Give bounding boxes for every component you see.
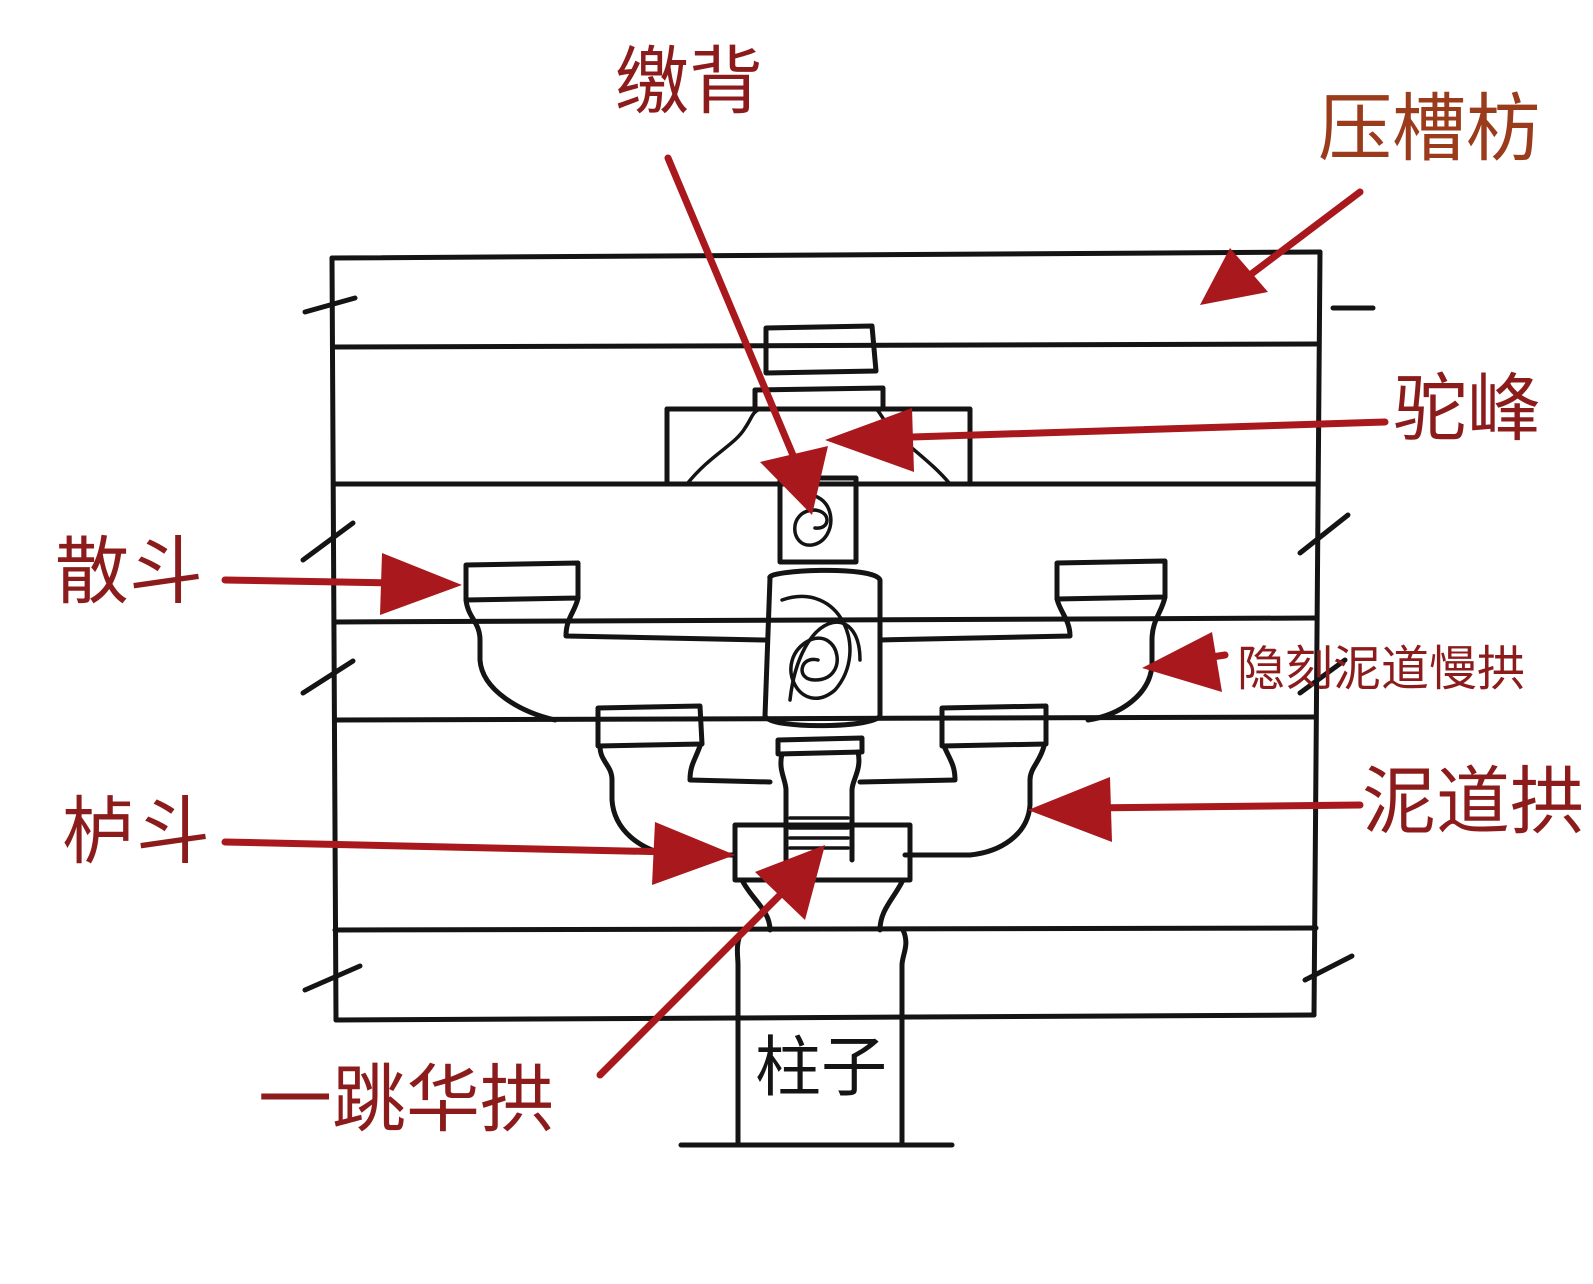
arrow-head	[1142, 632, 1222, 692]
lower-block	[762, 567, 883, 729]
arrow-head	[760, 446, 828, 515]
ludou	[732, 822, 913, 933]
arrow-head	[380, 553, 462, 615]
label-nidaogong: 泥道拱	[1362, 759, 1584, 845]
label-jiaobei: 缴背	[615, 39, 763, 125]
huagong-top	[775, 735, 865, 757]
swirl	[780, 594, 852, 700]
arrow-ludou	[221, 838, 676, 856]
arrow-nidaogong	[1081, 801, 1364, 812]
label-ludou: 栌斗	[62, 789, 210, 875]
arrow-head	[652, 822, 735, 885]
arrows	[221, 154, 1389, 1079]
ludou-block	[732, 822, 913, 883]
slash-mark	[1297, 657, 1348, 696]
label-zhuzi: 柱子	[755, 1029, 887, 1106]
beam-line-3	[332, 615, 1319, 625]
top-block	[763, 323, 879, 376]
upper-bracket-tier	[463, 558, 1168, 723]
slash-mark	[300, 658, 356, 696]
label-yitiao-huagong: 一跳华拱	[258, 1057, 554, 1143]
label-yacaofang: 压槽枋	[1318, 86, 1540, 172]
label-sandou: 散斗	[55, 529, 203, 615]
arrow-head	[1028, 777, 1112, 842]
slash-mark	[1302, 953, 1355, 983]
slash-mark	[302, 295, 358, 315]
huagong-left	[778, 751, 789, 863]
ludou-right-curve	[877, 877, 906, 933]
upper-block	[777, 475, 859, 565]
jiaobei-stack	[762, 475, 883, 729]
mangong-right-inner	[877, 596, 1073, 643]
huagong-right	[849, 749, 862, 863]
huagong-hatching	[788, 816, 850, 850]
label-yinke-nidao-mangong: 隐刻泥道慢拱	[1237, 641, 1526, 697]
sandou-lower-right	[939, 703, 1049, 749]
tuofeng-curve-left	[685, 407, 762, 486]
arrow-head	[825, 408, 914, 472]
arrow-head	[1200, 248, 1268, 305]
sandou-left	[463, 560, 581, 603]
arrow-sandou	[221, 576, 404, 587]
frame-right-line	[1311, 249, 1323, 1018]
mangong-left-arm	[463, 597, 558, 723]
label-tuofeng: 驼峰	[1393, 366, 1541, 452]
nidaogong-left-inner	[687, 743, 773, 785]
sandou-right	[1054, 558, 1168, 602]
arrow-jiaobei	[664, 154, 799, 464]
slash-mark	[302, 963, 363, 993]
frame-bottom-line	[333, 1012, 1317, 1023]
slash-mark	[300, 520, 356, 563]
beam-line-5	[332, 925, 1319, 933]
slash-mark	[1297, 512, 1351, 556]
arrow-yacaofang	[1246, 188, 1364, 279]
arrow-huagong	[596, 886, 789, 1079]
column-right	[899, 927, 909, 1148]
swirl	[793, 492, 833, 547]
mangong-left-inner	[563, 595, 768, 643]
ludou-left-curve	[739, 877, 773, 933]
beam-frame	[300, 249, 1376, 1023]
nidaogong-right-arm	[902, 743, 1047, 858]
sandou-lower-left	[595, 703, 705, 749]
column-left	[734, 927, 745, 1148]
arrow-head	[755, 845, 825, 920]
huagong	[775, 735, 865, 863]
beam-line-1	[332, 341, 1319, 350]
frame-top-line	[329, 249, 1323, 261]
frame-left-line	[329, 255, 339, 1023]
top-block-base	[752, 385, 886, 412]
beam-line-4	[332, 714, 1319, 723]
swirl	[788, 620, 862, 702]
arrow-tuofeng	[876, 418, 1389, 442]
mangong-right-arm	[1085, 594, 1168, 723]
tuofeng-outline	[664, 406, 973, 487]
tuofeng-assembly	[664, 323, 973, 487]
nidaogong-right-inner	[857, 743, 958, 785]
